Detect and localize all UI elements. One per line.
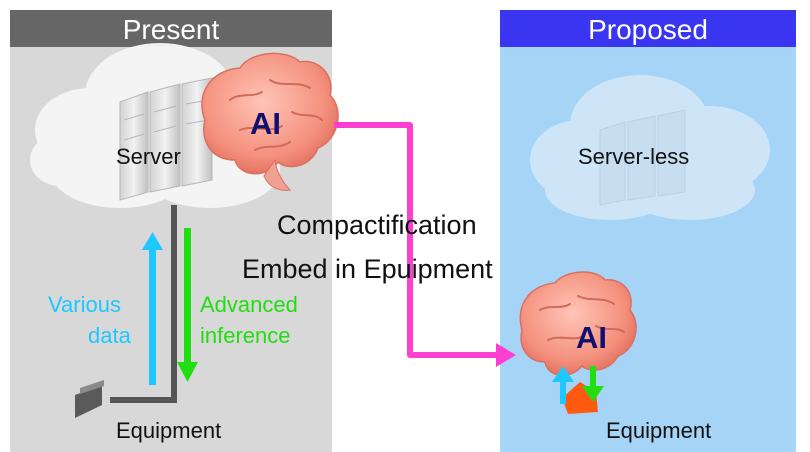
proposed-ai-label: AI <box>576 320 607 355</box>
connector-arrow <box>334 122 498 358</box>
proposed-equipment-label: Equipment <box>606 418 712 443</box>
present-server-label: Server <box>116 144 181 169</box>
connection-line <box>110 205 177 403</box>
up-arrow-icon <box>552 366 574 404</box>
equipment-box-icon <box>75 380 104 418</box>
down-arrow-icon <box>177 228 198 382</box>
various-data-label-1: Various <box>48 292 121 317</box>
present-ai-label: AI <box>250 106 281 141</box>
brain-icon <box>519 271 637 376</box>
caption-line-2: Embed in Epuipment <box>242 254 493 284</box>
proposed-server-label: Server-less <box>578 144 690 169</box>
present-equipment-label: Equipment <box>116 418 222 443</box>
server-rack-icon <box>119 77 213 201</box>
advanced-inference-label-1: Advanced <box>200 292 298 317</box>
caption-line-1: Compactification <box>277 210 477 240</box>
down-arrow-icon <box>582 366 604 402</box>
various-data-label-2: data <box>88 323 131 348</box>
connector-arrowhead <box>496 343 516 367</box>
present-panel-title: Present <box>10 10 332 47</box>
advanced-inference-label-2: inference <box>200 323 291 348</box>
brain-icon <box>201 52 339 191</box>
up-arrow-icon <box>142 232 163 385</box>
proposed-panel-title: Proposed <box>500 10 796 47</box>
server-rack-icon <box>599 109 686 206</box>
